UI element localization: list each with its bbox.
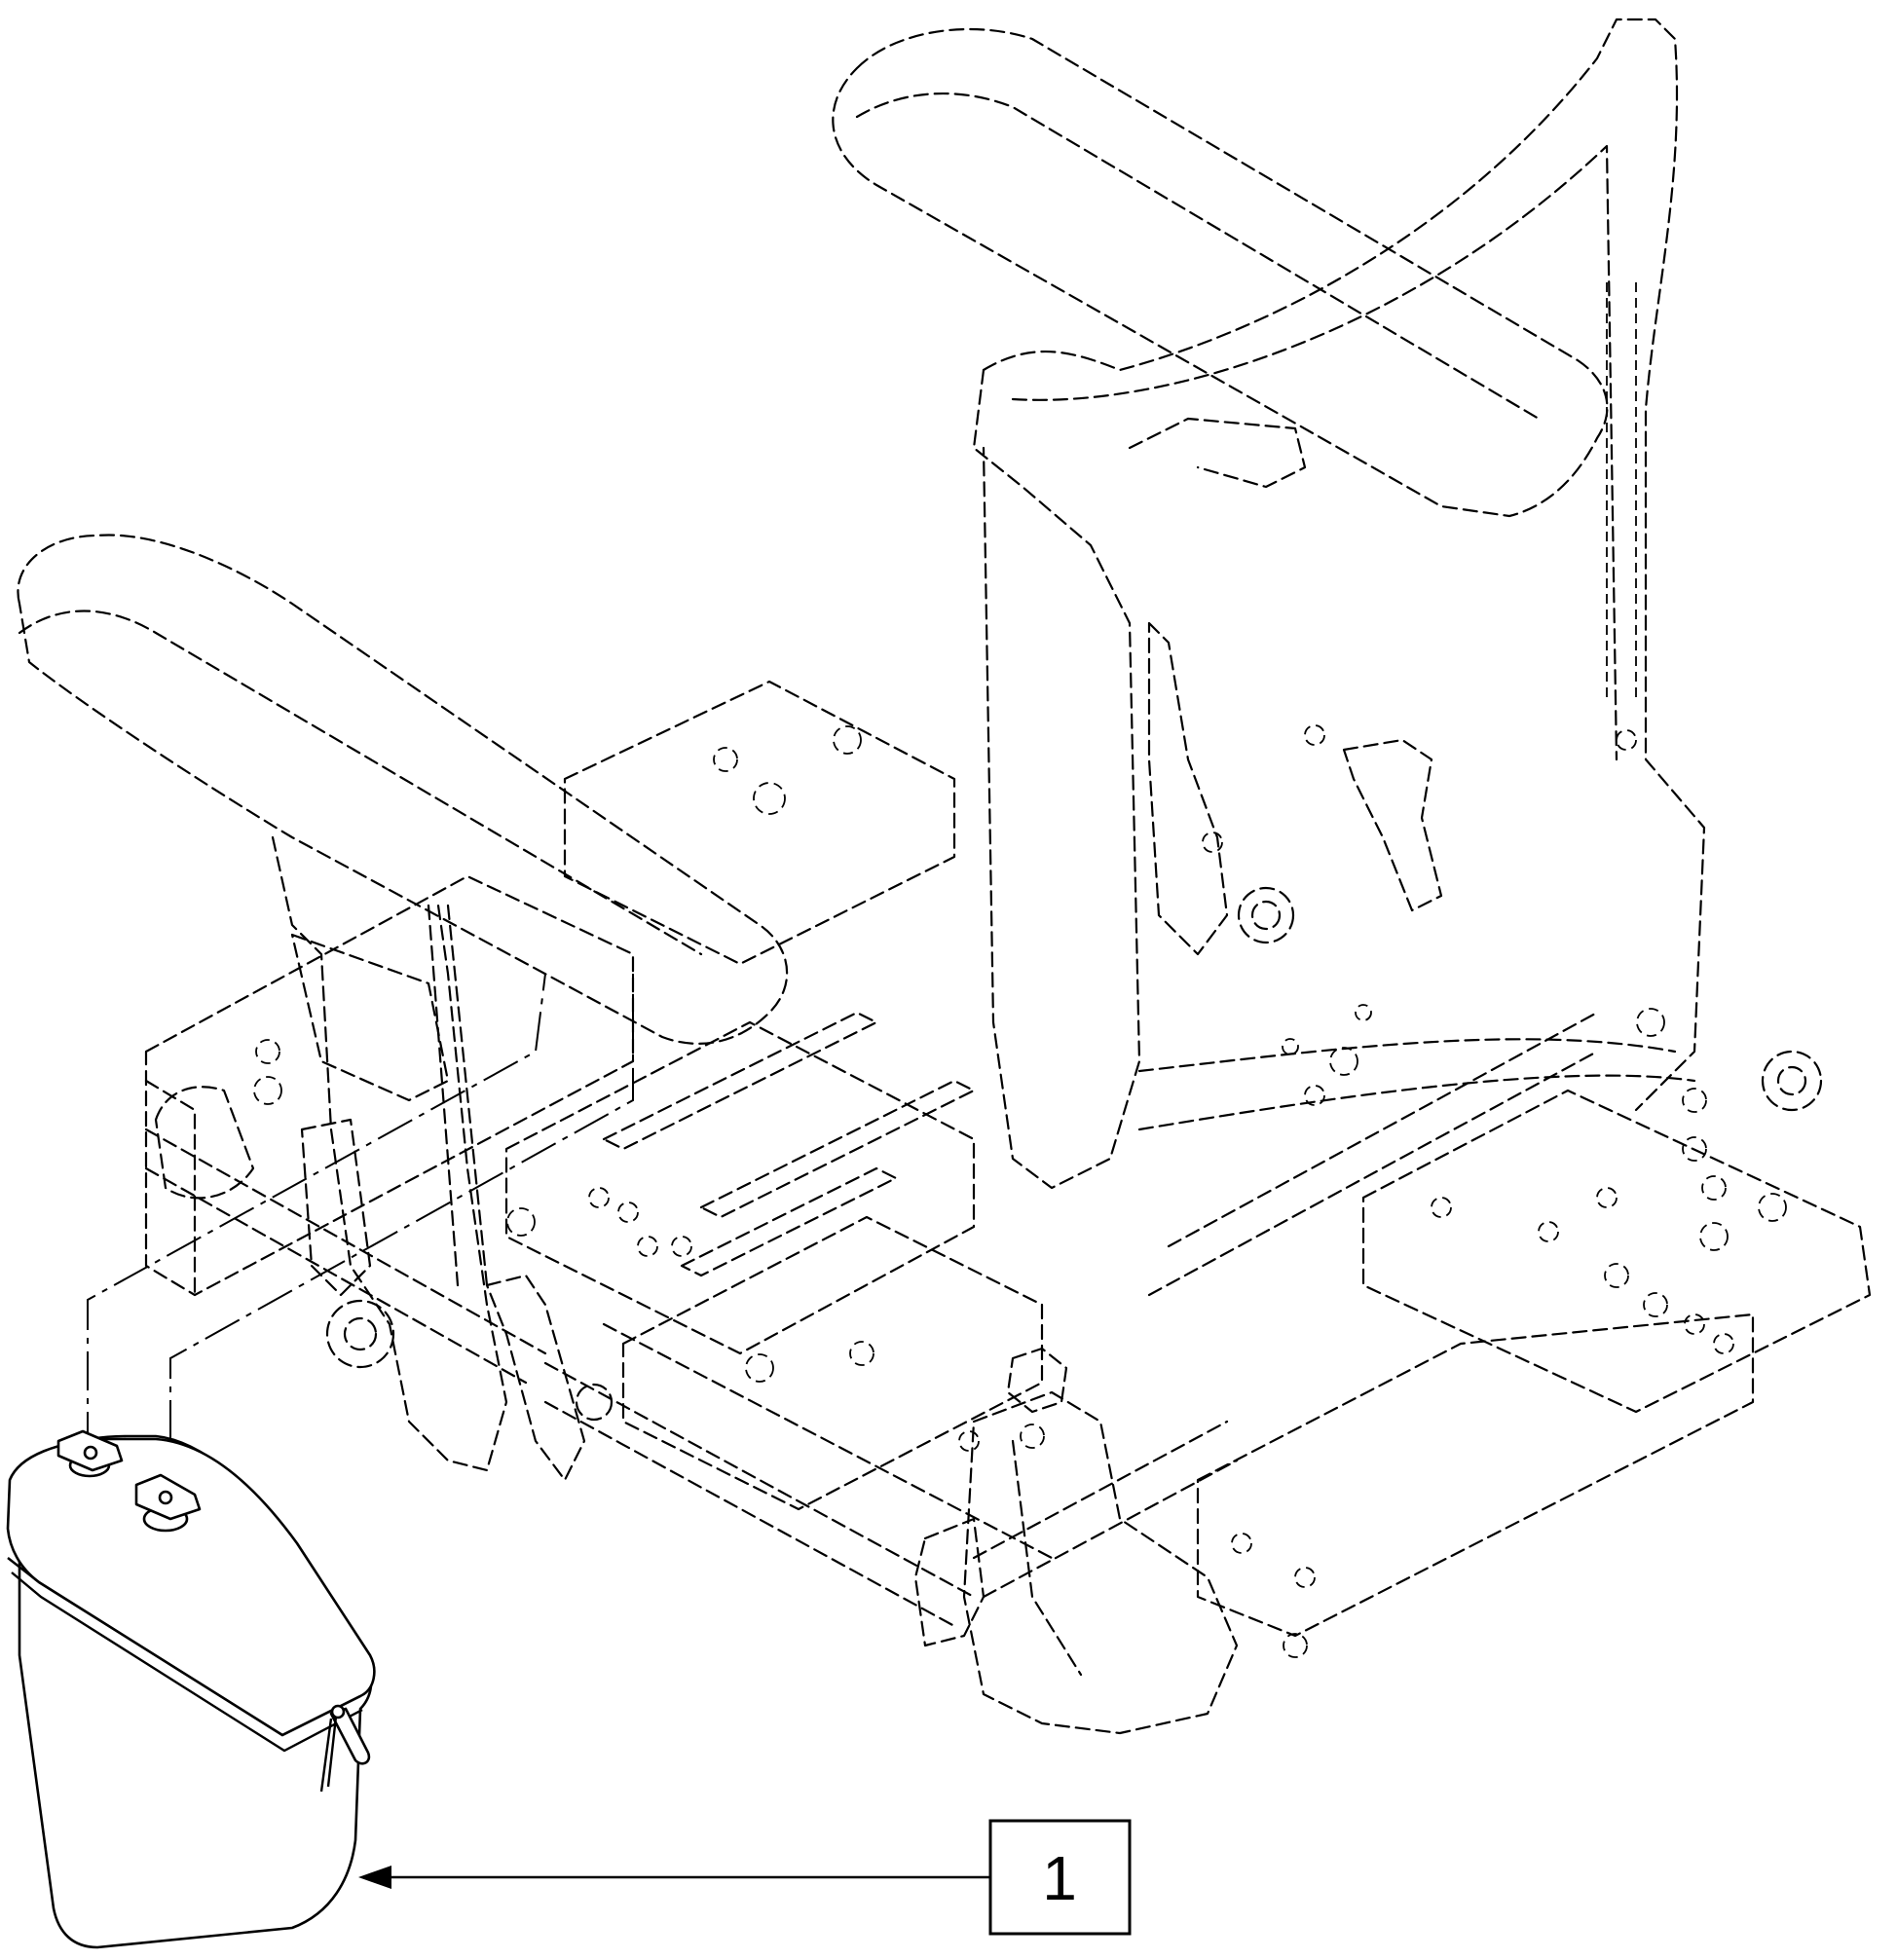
phantom-seat-slot-1	[602, 1011, 878, 1151]
phantom-seat-plate-right-lower	[1196, 1313, 1755, 1638]
phantom-right-nut	[1237, 886, 1295, 944]
callout-1-label: 1	[1042, 1843, 1077, 1913]
pouch-lid-rim	[7, 1557, 361, 1737]
pouch-zipper-ring	[330, 1704, 346, 1720]
part-1-side-pouch	[6, 1429, 376, 1949]
centerline-fastener-2	[169, 974, 634, 1499]
callout-1-box	[988, 1819, 1132, 1936]
phantom-right-arch-inner	[1011, 144, 1618, 761]
phantom-seat-plate-front	[621, 1215, 1044, 1511]
phantom-left-lever	[485, 1274, 586, 1482]
pouch-zipper-pull	[329, 1707, 371, 1765]
phantom-left-screw	[575, 1383, 614, 1422]
phantom-front-crossbar	[913, 1517, 986, 1647]
phantom-left-upright-inner	[427, 904, 489, 1287]
pouch-lid-rim-2	[11, 1572, 363, 1753]
pouch-mount-clip-1	[56, 1429, 124, 1478]
phantom-fasteners	[253, 724, 1787, 1658]
phantom-left-knob	[325, 1299, 395, 1369]
phantom-left-knob-inner	[343, 1316, 378, 1351]
phantom-left-roller	[154, 1086, 255, 1200]
phantom-seat-slot-3	[680, 1166, 898, 1277]
phantom-right-armrest-pad	[832, 27, 1609, 518]
assembly-centerlines	[87, 973, 634, 1499]
phantom-left-clamp	[300, 1118, 372, 1297]
phantom-right-pivot-inner	[1776, 1065, 1807, 1096]
phantom-right-upright	[972, 368, 1141, 1190]
phantom-long-rail-1	[543, 1322, 1054, 1628]
phantom-right-curved-brace-2	[1137, 1074, 1696, 1131]
callout-1-arrowhead	[358, 1866, 391, 1889]
phantom-long-rail-2	[1147, 1011, 1599, 1297]
centerline-fastener-1	[87, 973, 546, 1451]
phantom-seat-frame	[17, 18, 1872, 1735]
phantom-right-lever	[1342, 738, 1443, 912]
phantom-front-hex-nut	[1006, 1347, 1068, 1414]
phantom-height-scale	[1606, 282, 1637, 701]
phantom-seat-rail-left	[144, 1079, 547, 1385]
phantom-front-upright-base-inner	[1011, 1439, 1083, 1677]
phantom-left-armrest-pad	[17, 534, 789, 1045]
phantom-left-socket	[290, 933, 450, 1102]
phantom-seat-plate-left	[144, 874, 635, 1297]
callout-1: 1	[358, 1819, 1132, 1936]
phantom-front-crossbar-rail	[972, 1420, 1239, 1599]
phantom-right-nut-inner	[1250, 900, 1282, 931]
phantom-right-upright-back	[1128, 417, 1307, 489]
phantom-seat-plate-right	[1361, 1089, 1872, 1414]
phantom-front-upright-base	[962, 1390, 1239, 1735]
phantom-left-upright	[271, 835, 508, 1472]
phantom-seat-slot-2	[699, 1079, 976, 1219]
phantom-seat-plate-center	[563, 680, 956, 966]
phantom-right-bracket	[1147, 621, 1229, 956]
phantom-seat-plate-mid	[504, 1020, 976, 1355]
phantom-right-curved-brace	[1137, 1038, 1677, 1073]
pouch-zipper-cord	[319, 1716, 338, 1793]
phantom-left-armrest-pad-edge	[18, 610, 703, 956]
pouch-mount-clip-2	[134, 1473, 202, 1533]
phantom-right-armrest-arch	[982, 18, 1706, 1112]
phantom-right-pivot	[1761, 1050, 1823, 1112]
phantom-right-armrest-pad-edge	[855, 92, 1541, 421]
